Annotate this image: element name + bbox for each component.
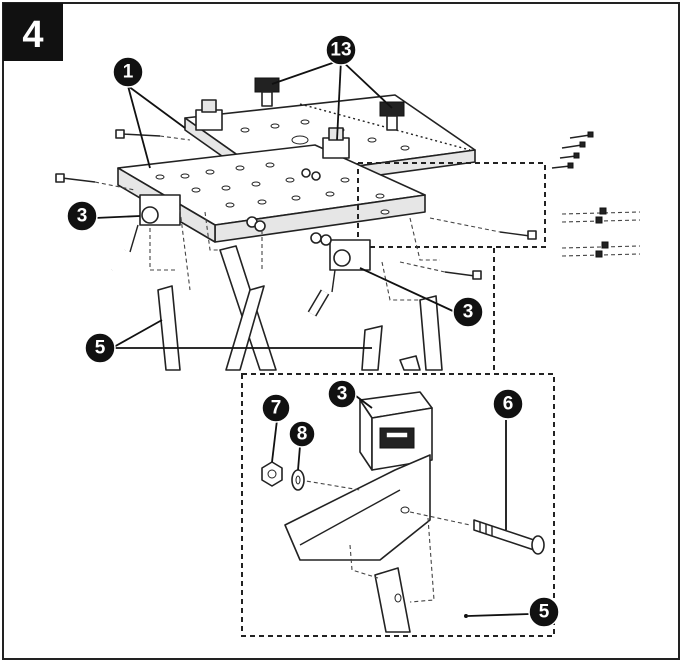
washer-part-8: [291, 469, 305, 491]
reference-dot: [464, 614, 468, 618]
callout-5-inset: 5: [528, 596, 560, 628]
legs: [157, 245, 443, 371]
vise-bracket: [359, 391, 433, 471]
callout-3-inset: 3: [327, 379, 357, 409]
bolt-part-6: [473, 519, 545, 555]
nuts-center: [246, 168, 332, 246]
small-screws-right-side: [561, 207, 641, 258]
svg-text:7: 7: [271, 398, 282, 419]
workbench-assembly: [55, 77, 641, 371]
svg-text:13: 13: [330, 40, 351, 61]
detail-inset-parts: [261, 391, 545, 633]
svg-text:6: 6: [503, 394, 514, 415]
callout-13: 13: [325, 34, 357, 66]
nut-part-7: [261, 461, 283, 487]
small-screws-top-right: [551, 131, 594, 169]
clamp-peg-right-rear: [379, 101, 405, 131]
screw-left-bottom: [55, 173, 136, 191]
detail-inset-box: [241, 373, 555, 637]
callout-3-right: 3: [452, 296, 484, 328]
detail-box-screws: [357, 162, 546, 248]
screw-right-mid: [429, 217, 537, 240]
svg-text:3: 3: [463, 302, 474, 323]
svg-text:3: 3: [337, 384, 348, 405]
callout-3-left: 3: [66, 200, 98, 232]
callout-5-top: 5: [84, 332, 116, 364]
step-badge: 4: [3, 3, 63, 61]
leader-lines: [94, 59, 531, 617]
screw-left-top: [115, 129, 191, 141]
screw-right-low: [399, 261, 482, 280]
svg-text:5: 5: [95, 338, 106, 359]
callout-6: 6: [492, 388, 524, 420]
callout-1: 1: [112, 56, 144, 88]
svg-text:8: 8: [297, 424, 308, 445]
svg-text:3: 3: [77, 206, 88, 227]
vise-crank-left: [109, 194, 181, 272]
clamp-peg-center: [322, 127, 350, 159]
clamp-peg-left-front: [195, 99, 223, 131]
step-number: 4: [22, 14, 43, 56]
svg-text:5: 5: [539, 602, 550, 623]
svg-text:1: 1: [123, 62, 134, 83]
callout-7: 7: [261, 393, 291, 423]
vise-crank-right: [307, 239, 371, 317]
callout-8: 8: [288, 420, 316, 448]
clamp-peg-left-rear: [254, 77, 280, 107]
